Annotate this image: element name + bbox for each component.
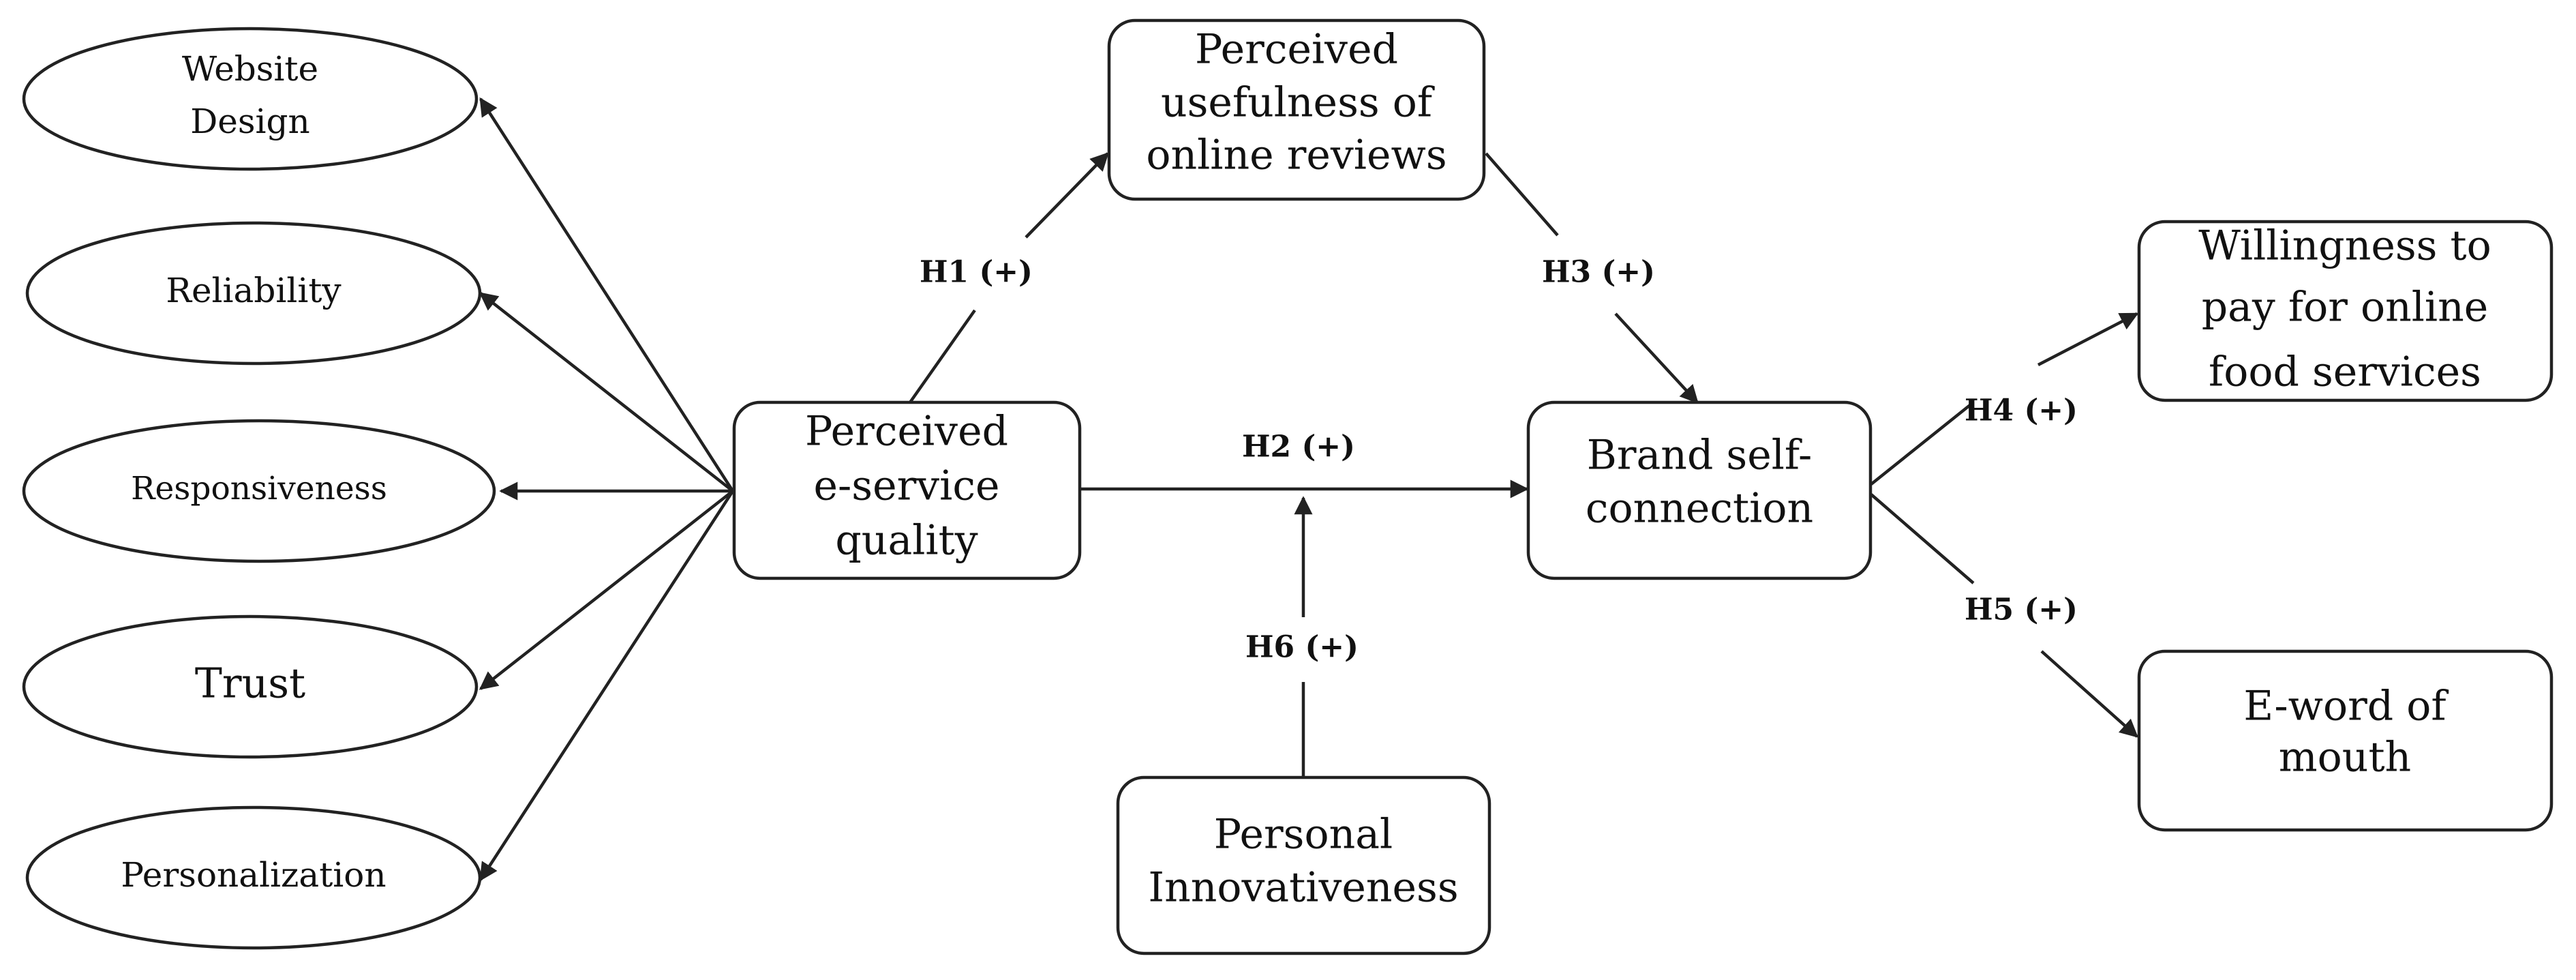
- node-label: Design: [190, 102, 310, 141]
- node-e-word-of-mouth: E-word of mouth: [2137, 649, 2554, 832]
- hypothesis-label-h5: H5 (+): [1965, 593, 2078, 627]
- node-label: Willingness to: [2198, 222, 2491, 270]
- node-personalization: Personalization: [25, 805, 482, 950]
- node-website-design: Website Design: [22, 27, 479, 171]
- node-reliability: Reliability: [25, 221, 482, 366]
- node-personal-innovativeness: Personal Innovativeness: [1116, 775, 1491, 955]
- edge-h4-lower: [1870, 401, 1975, 486]
- node-label: Brand self-: [1587, 432, 1813, 479]
- hypothesis-labels: H1 (+) H2 (+) H3 (+) H4 (+) H5 (+) H6 (+…: [920, 255, 2078, 665]
- edge-h5-upper: [1870, 493, 1975, 584]
- node-perceived-e-service-quality: Perceived e-service quality: [732, 400, 1082, 580]
- node-label: Reliability: [166, 271, 342, 310]
- edge-h5-lower: [2040, 650, 2139, 738]
- dimension-edges: [479, 97, 734, 882]
- node-willingness-to-pay: Willingness to pay for online food servi…: [2137, 220, 2554, 402]
- dimension-nodes: Website Design Reliability Responsivenes…: [22, 27, 496, 950]
- node-label: e-service: [814, 462, 1000, 510]
- hypothesis-label-h4: H4 (+): [1965, 394, 2078, 428]
- edge-h4-upper: [2037, 312, 2139, 366]
- node-label: food services: [2209, 348, 2481, 396]
- node-label: mouth: [2279, 734, 2411, 782]
- hypothesis-label-h1: H1 (+): [920, 255, 1033, 290]
- edge-peq-personalization: [479, 490, 734, 882]
- node-label: E-word of: [2243, 683, 2449, 730]
- hypothesis-label-h6: H6 (+): [1245, 630, 1359, 665]
- node-label: Website: [182, 49, 318, 89]
- node-label: Perceived: [1195, 26, 1398, 74]
- node-label: Trust: [195, 660, 305, 708]
- edge-peq-website: [479, 97, 734, 492]
- node-label: Perceived: [805, 408, 1008, 456]
- node-label: online reviews: [1146, 132, 1446, 179]
- hypothesis-label-h2: H2 (+): [1242, 430, 1355, 464]
- node-trust: Trust: [22, 614, 479, 759]
- edge-peq-trust: [479, 490, 734, 690]
- node-brand-self-connection: Brand self- connection: [1526, 400, 1873, 580]
- edge-h1-lower: [909, 309, 976, 404]
- edge-h3-lower: [1614, 312, 1699, 404]
- node-responsiveness: Responsiveness: [22, 419, 496, 563]
- node-label: Responsiveness: [131, 470, 387, 507]
- edge-h3-upper: [1485, 152, 1559, 237]
- edge-h1-upper: [1025, 152, 1109, 239]
- node-perceived-usefulness-online-reviews: Perceived usefulness of online reviews: [1107, 18, 1486, 201]
- construct-nodes: Perceived e-service quality Perceived us…: [732, 18, 2554, 955]
- hypothesis-label-h3: H3 (+): [1542, 255, 1655, 290]
- node-label: Personalization: [121, 855, 386, 895]
- node-label: quality: [835, 517, 978, 565]
- edge-peq-reliability: [479, 292, 734, 492]
- node-label: usefulness of: [1161, 79, 1435, 127]
- node-label: Personal: [1214, 811, 1393, 859]
- node-label: connection: [1586, 485, 1813, 533]
- hypothesis-edges: [909, 152, 2139, 777]
- node-label: Innovativeness: [1148, 864, 1458, 912]
- node-label: pay for online: [2202, 284, 2489, 331]
